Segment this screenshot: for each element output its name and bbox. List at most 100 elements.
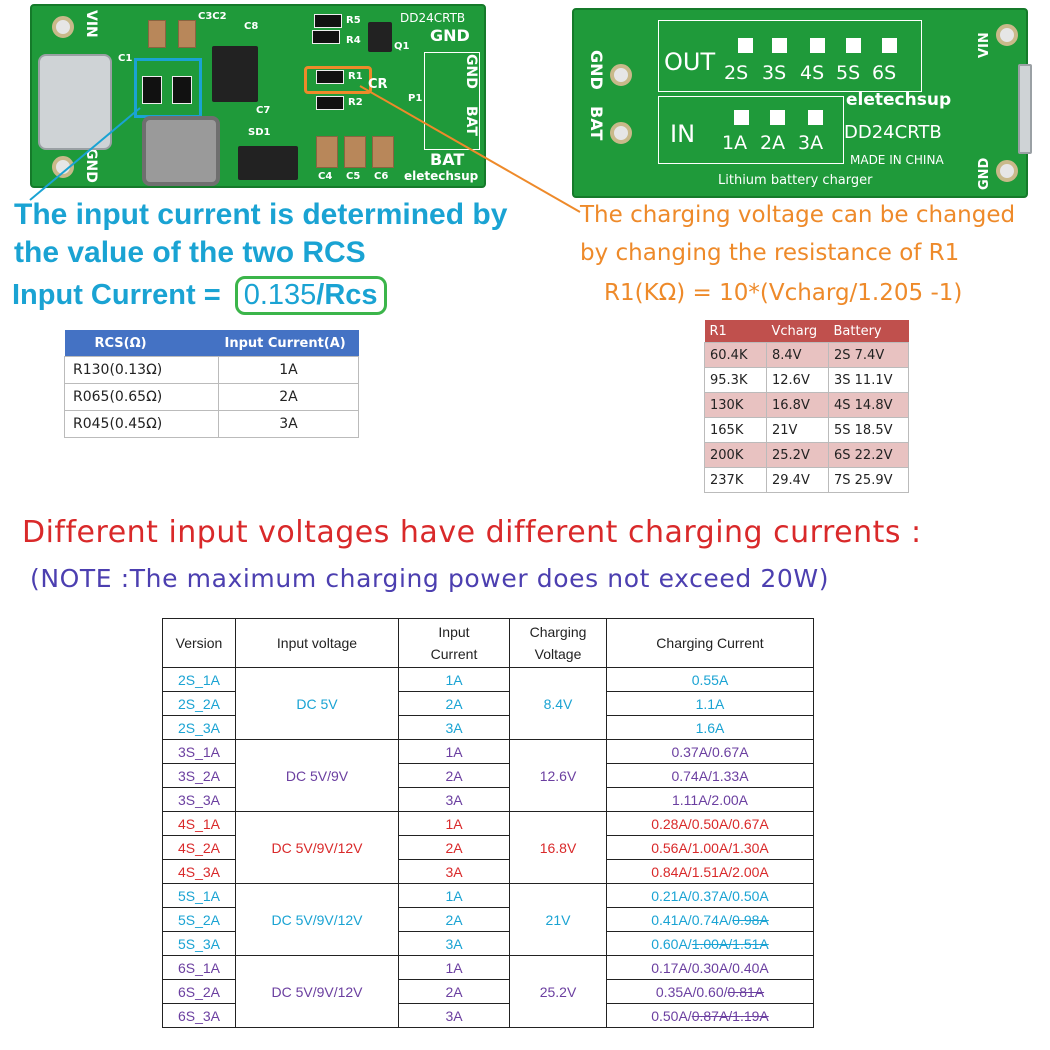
pad-5s <box>846 38 861 53</box>
battery-value: 4S 14.8V <box>828 392 909 418</box>
r1-value: 165K <box>704 417 767 443</box>
charging-current-struck-value: 0.87A/1.19A <box>691 1007 769 1024</box>
cap-c6 <box>372 136 394 168</box>
charging-current-cell: 0.17A/0.30A/0.40A <box>606 955 814 980</box>
header-charging-voltage: Charging Voltage <box>509 618 607 668</box>
input-current-cell: 2A <box>398 979 510 1004</box>
input-current-cell: 3A <box>398 787 510 812</box>
charging-current-cell: 0.21A/0.37A/0.50A <box>606 883 814 908</box>
rcs-current: 2A <box>218 383 359 411</box>
r1-header-r1: R1 <box>704 320 767 343</box>
input-current-cell: 3A <box>398 715 510 740</box>
r4-resistor <box>312 30 340 44</box>
charging-voltage-cell: 21V <box>509 883 607 956</box>
input-voltage-cell: DC 5V/9V/12V <box>235 811 399 884</box>
rcs-current: 3A <box>218 410 359 438</box>
label-2a: 2A <box>760 132 786 154</box>
version-cell: 5S_1A <box>162 883 236 908</box>
r1-value: 130K <box>704 392 767 418</box>
input-current-formula: Input Current = 0.135/Rcs <box>12 276 387 315</box>
input-current-cell: 2A <box>398 907 510 932</box>
charging-voltage-cell: 16.8V <box>509 811 607 884</box>
model-label: DD24CRTB <box>400 11 466 25</box>
q1-label: Q1 <box>394 41 410 52</box>
formula-value: 0.135 <box>243 279 317 311</box>
charging-current-cell: 0.84A/1.51A/2.00A <box>606 859 814 884</box>
desc-label-right: Lithium battery charger <box>718 173 873 188</box>
gnd-mount-hole <box>52 156 74 178</box>
r1-value: 237K <box>704 467 767 493</box>
table-row: R130(0.13Ω)1A <box>64 356 359 384</box>
charging-current-value: 1.11A/2.00A <box>671 791 749 808</box>
input-current-cell: 1A <box>398 811 510 836</box>
usb-c-connector-right <box>1018 64 1032 154</box>
diode-sd1 <box>238 146 298 180</box>
c2-label: C2 <box>212 11 227 22</box>
charging-current-cell: 0.28A/0.50A/0.67A <box>606 811 814 836</box>
rcs-header-rcs: RCS(Ω) <box>64 330 219 357</box>
brand-label-right: eletechsup <box>846 90 952 110</box>
charging-current-value: 1.1A <box>695 695 725 712</box>
rcs2-resistor <box>142 76 162 104</box>
rcs-value: R130(0.13Ω) <box>64 356 219 384</box>
c3-label: C3 <box>198 11 213 22</box>
charging-current-value: 0.41A/0.74A/ <box>651 911 733 928</box>
charging-currents-heading: Different input voltages have different … <box>22 515 922 550</box>
gnd-mount-hole-right <box>610 64 632 86</box>
r5-resistor <box>314 14 342 28</box>
input-voltage-cell: DC 5V/9V/12V <box>235 883 399 956</box>
pad-3s <box>772 38 787 53</box>
charging-current-struck-value: 1.00A/1.51A <box>691 935 769 952</box>
rcs-current: 1A <box>218 356 359 384</box>
bat-bottom-label: BAT <box>430 150 465 169</box>
pad-4s <box>810 38 825 53</box>
rcs1-resistor <box>172 76 192 104</box>
charging-current-cell: 0.56A/1.00A/1.30A <box>606 835 814 860</box>
cap-c5 <box>344 136 366 168</box>
formula-prefix: Input Current = <box>12 279 221 311</box>
r1-value: 95.3K <box>704 367 767 393</box>
version-cell: 6S_1A <box>162 955 236 980</box>
input-voltage-cell: DC 5V/9V <box>235 739 399 812</box>
battery-value: 7S 25.9V <box>828 467 909 493</box>
version-cell: 3S_1A <box>162 739 236 764</box>
usb-c-connector <box>38 54 112 150</box>
r2-label: R2 <box>348 97 363 108</box>
charging-current-cell: 0.41A/0.74A/0.98A <box>606 907 814 932</box>
charging-current-value: 0.37A/0.67A <box>671 743 749 760</box>
rcs-value: R045(0.45Ω) <box>64 410 219 438</box>
in-frame <box>658 96 844 164</box>
input-current-cell: 3A <box>398 1003 510 1028</box>
pad-2a <box>770 110 785 125</box>
sd1-label: SD1 <box>248 127 271 138</box>
vin-mount-hole-right <box>996 24 1018 46</box>
charging-current-value: 0.56A/1.00A/1.30A <box>651 839 769 856</box>
r1-highlight-box <box>304 66 372 94</box>
cap-c2 <box>178 20 196 48</box>
charging-current-cell: 1.1A <box>606 691 814 716</box>
out-frame <box>658 20 922 92</box>
version-cell: 4S_1A <box>162 811 236 836</box>
vcharg-value: 29.4V <box>766 467 829 493</box>
label-3a: 3A <box>798 132 824 154</box>
input-current-cell: 1A <box>398 667 510 692</box>
label-4s: 4S <box>800 62 825 84</box>
charging-current-struck-value: 0.81A <box>727 983 765 1000</box>
charging-current-cell: 1.6A <box>606 715 814 740</box>
r1-formula: R1(KΩ) = 10*(Vcharg/1.205 -1) <box>604 280 963 306</box>
pad-1a <box>734 110 749 125</box>
r1-resistor <box>316 70 344 84</box>
charging-voltage-caption-line1: The charging voltage can be changed <box>580 202 1016 228</box>
c3-c2-label: C3C2 <box>198 12 227 22</box>
c4-label: C4 <box>318 171 333 182</box>
c6-label: C6 <box>374 171 389 182</box>
header-version: Version <box>162 618 236 668</box>
rcs-table-header: RCS(Ω) Input Current(A) <box>64 330 359 357</box>
bat-mount-hole-right <box>610 122 632 144</box>
